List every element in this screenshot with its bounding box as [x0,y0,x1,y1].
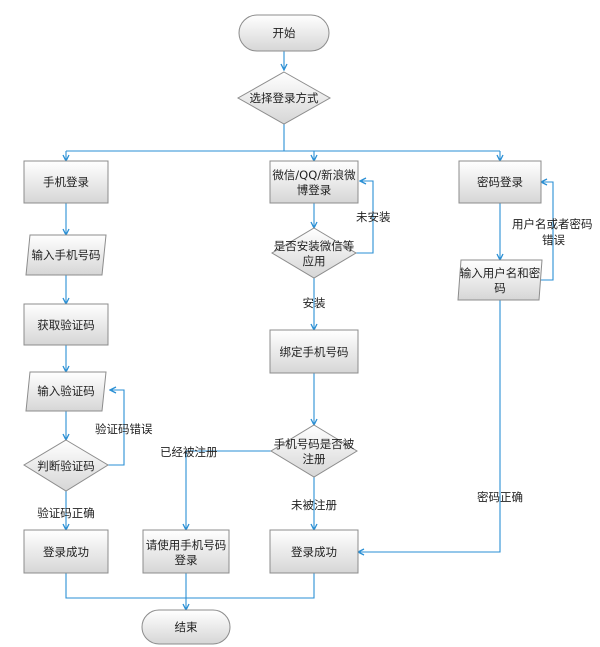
label-not-registered: 未被注册 [291,498,337,512]
login-success-left-box [23,529,109,574]
input-user-text-line2: 码 [494,281,506,295]
installed-text-line1: 是否安装微信等 [274,239,355,253]
phone-login-box [23,160,109,204]
login-ok-left-text: 登录成功 [43,545,89,559]
choose-login-method-decision [236,71,332,125]
login-ok-mid-text: 登录成功 [291,545,337,559]
label-already-registered: 已经被注册 [160,445,218,459]
end-text: 结束 [175,620,198,634]
edge-code-wrong-loop [108,390,125,466]
registered-text-line2: 注册 [303,452,326,466]
input-code-parallelogram [25,371,107,412]
label-installed: 安装 [303,296,326,310]
wechat-text-line2: 博登录 [297,183,332,197]
wechat-text-line1: 微信/QQ/新浪微 [272,168,356,182]
edge-logins-to-end [65,573,315,599]
use-phone-text-line2: 登录 [175,553,198,567]
login-success-mid-box [269,529,359,574]
input-phone-parallelogram [25,234,107,276]
installed-text-line2: 应用 [303,254,326,268]
edge-user-wrong-loop [536,182,554,281]
bind-phone-box [269,329,359,374]
bind-phone-text: 绑定手机号码 [280,345,349,359]
input-user-text-line1: 输入用户名和密 [460,266,541,280]
input-code-text: 输入验证码 [37,384,95,398]
label-code-wrong: 验证码错误 [95,422,153,436]
edge-input-user-to-login-mid [358,300,501,552]
pwd-login-box [458,160,542,204]
label-user-pwd-wrong-line2: 错误 [542,233,565,247]
label-not-installed: 未安装 [356,210,391,224]
check-code-decision [23,439,109,492]
check-code-text: 判断验证码 [37,459,95,473]
use-phone-text-line1: 请使用手机号码 [146,538,227,552]
label-code-ok: 验证码正确 [37,506,95,520]
installed-decision [271,227,357,279]
use-phone-box [142,529,230,574]
phone-login-text: 手机登录 [43,175,89,189]
registered-text-line1: 手机号码是否被 [274,437,355,451]
registered-decision [270,424,358,478]
edge-not-installed-loop [356,181,374,254]
pwd-login-text: 密码登录 [477,175,523,189]
input-user-parallelogram [457,259,543,301]
start-terminal [238,14,330,52]
choose-text: 选择登录方式 [250,91,319,105]
connectors [65,51,554,610]
edge-registered-to-use-phone [186,450,271,530]
label-user-pwd-wrong-line1: 用户名或者密码 [512,217,593,231]
start-text: 开始 [273,26,296,40]
input-phone-text: 输入手机号码 [32,248,101,262]
get-code-box [23,303,109,346]
get-code-text: 获取验证码 [37,318,95,332]
label-pwd-ok: 密码正确 [477,490,523,504]
end-terminal [141,609,231,645]
edge-choose-branches [66,124,500,152]
wechat-login-box [269,160,359,204]
